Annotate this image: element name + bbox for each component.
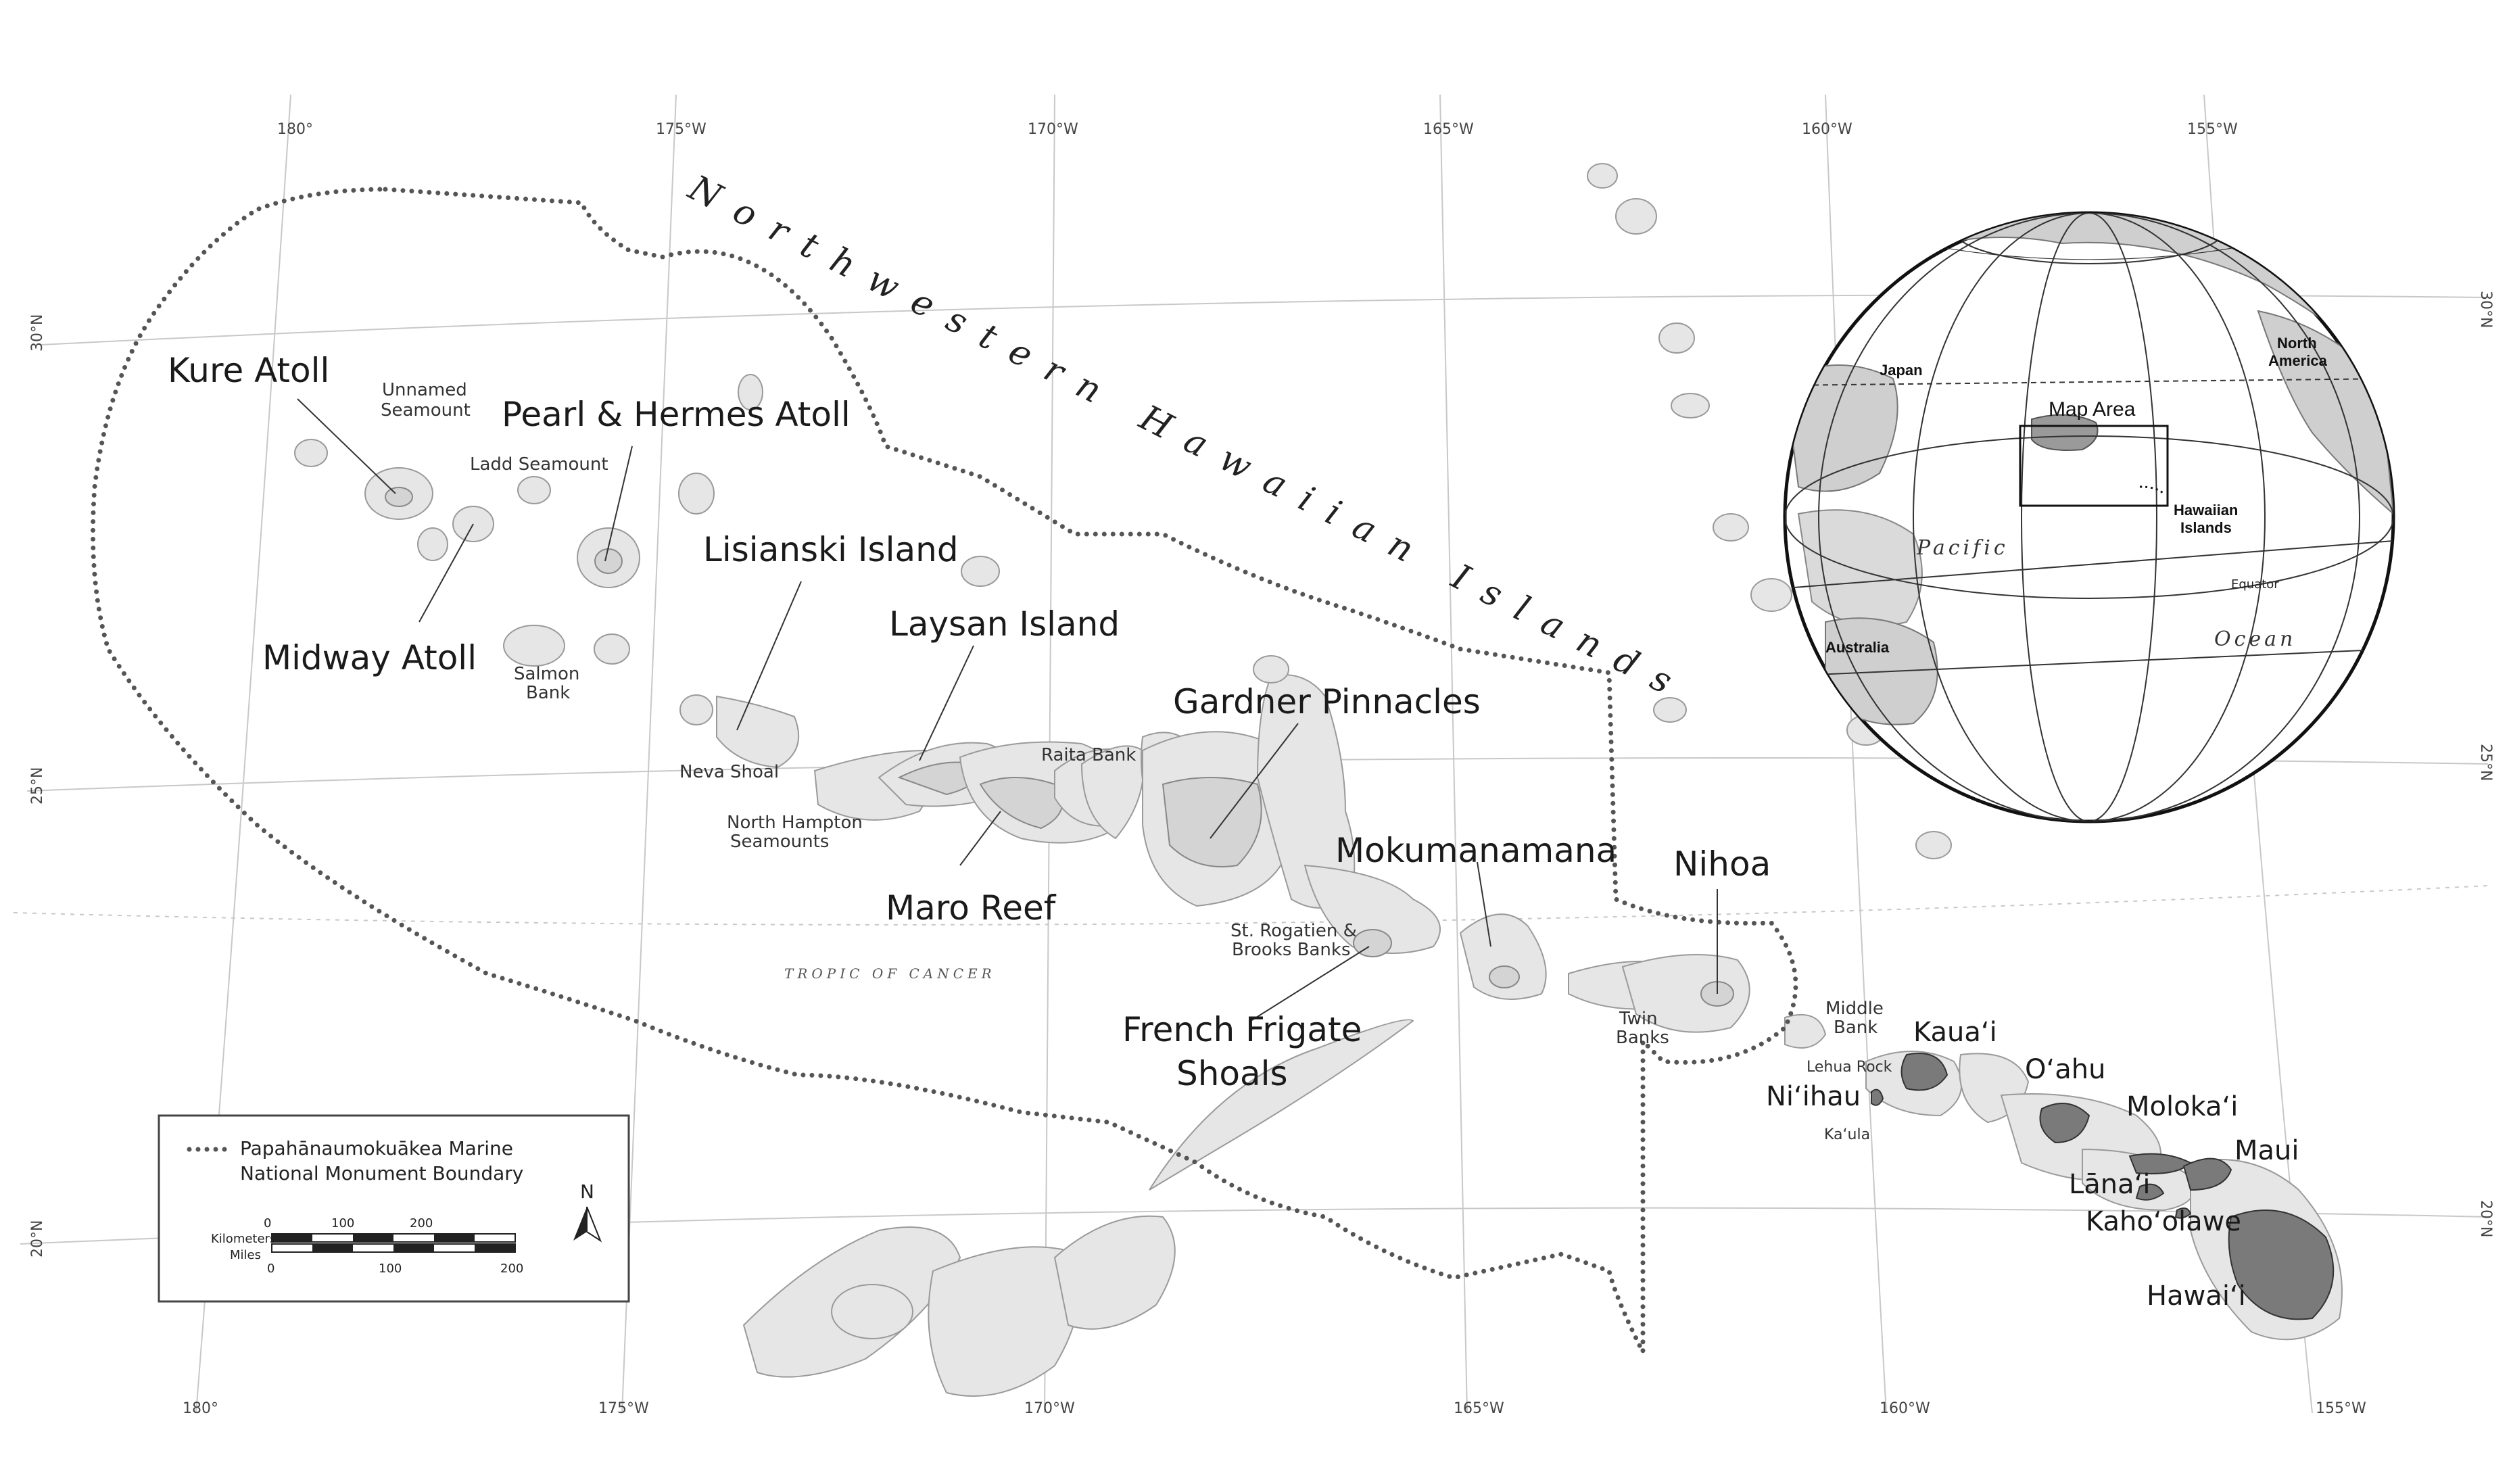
coord-right-30n: 30°N — [2477, 291, 2494, 328]
inset-australia-label: Australia — [1825, 639, 1890, 656]
inset-hawaiian-line2: Islands — [2180, 519, 2232, 536]
island-hawaii — [2228, 1210, 2335, 1320]
label-laysan-island: Laysan Island — [889, 604, 1120, 644]
label-kure-atoll: Kure Atoll — [168, 351, 329, 390]
island-kahoolawe — [2174, 1207, 2192, 1219]
coord-top-170w: 170°W — [1028, 121, 1078, 138]
north-arrow-icon — [573, 1206, 602, 1243]
legend-boundary-line1: Papahānaumokuākea Marine — [240, 1137, 513, 1159]
coord-bottom-180: 180° — [183, 1400, 218, 1417]
inset-japan-label: Japan — [1880, 362, 1923, 379]
label-st-rogatien-line2: Brooks Banks — [1232, 940, 1351, 960]
inset-hawaiian-line1: Hawaiian — [2174, 502, 2238, 519]
region-title: Northwestern Hawaiian Islands — [681, 167, 1695, 711]
scale-mi-label: Miles — [230, 1248, 261, 1262]
inset-north-america-line1: North — [2277, 335, 2317, 352]
coord-top-155w: 155°W — [2187, 121, 2238, 138]
label-twin-banks-line2: Banks — [1616, 1028, 1669, 1048]
coord-bottom-160w: 160°W — [1880, 1400, 1930, 1417]
monument-boundary-line — [91, 187, 1798, 1354]
coord-top-165w: 165°W — [1423, 121, 1474, 138]
coord-bottom-155w: 155°W — [2316, 1400, 2366, 1417]
label-hawaii: Hawai‘i — [2147, 1280, 2246, 1312]
inset-pacific-label: Pacific — [1916, 536, 2009, 560]
scale-km-label: Kilometers — [211, 1232, 276, 1246]
label-molokai: Moloka‘i — [2126, 1091, 2238, 1122]
scale-mi-tick-0: 0 — [267, 1262, 274, 1276]
scale-mi-tick-100: 100 — [379, 1262, 402, 1276]
label-lehua-rock: Lehua Rock — [1807, 1059, 1892, 1076]
inset-ocean-label: Ocean — [2214, 627, 2296, 651]
legend-boundary-line2: National Monument Boundary — [240, 1162, 523, 1184]
inset-globe: Map Area Japan North America Hawaiian Is… — [1783, 211, 2395, 823]
label-north-hampton-line1: North Hampton — [727, 813, 863, 833]
coord-bottom-165w: 165°W — [1454, 1400, 1504, 1417]
label-salmon-bank-line1: Salmon — [514, 664, 579, 684]
label-unnamed-seamount-line2: Seamount — [381, 400, 471, 421]
label-unnamed-seamount-line1: Unnamed — [382, 380, 467, 400]
inset-equator-label: Equator — [2231, 577, 2279, 592]
main-islands — [1871, 1053, 2335, 1320]
label-raita-bank: Raita Bank — [1041, 745, 1136, 765]
coord-top-180: 180° — [277, 121, 313, 138]
coord-bottom-175w: 175°W — [598, 1400, 649, 1417]
scale-km-tick-200: 200 — [410, 1216, 433, 1230]
label-neva-shoal: Neva Shoal — [679, 762, 779, 782]
label-kauai: Kaua‘i — [1913, 1017, 1997, 1048]
inset-north-america-line2: America — [2268, 352, 2328, 369]
feature-labels: Unnamed Seamount Ladd Seamount Salmon Ba… — [381, 380, 1892, 1143]
coord-left-25n: 25°N — [29, 767, 46, 805]
coord-right-20n: 20°N — [2477, 1200, 2494, 1237]
label-french-frigate-line1: French Frigate — [1122, 1010, 1362, 1049]
coord-top-175w: 175°W — [656, 121, 707, 138]
coord-left-20n: 20°N — [29, 1220, 46, 1258]
coord-left-30n: 30°N — [29, 314, 46, 352]
bathymetry — [294, 163, 2343, 1397]
label-middle-bank-line2: Bank — [1834, 1018, 1878, 1038]
label-midway-atoll: Midway Atoll — [262, 638, 477, 677]
coord-bottom-170w: 170°W — [1024, 1400, 1075, 1417]
scale-km-tick-100: 100 — [331, 1216, 354, 1230]
scale-mi-tick-200: 200 — [500, 1262, 523, 1276]
inset-map-area-label: Map Area — [2049, 398, 2136, 421]
label-north-hampton-line2: Seamounts — [730, 832, 829, 852]
island-oahu — [2039, 1103, 2090, 1144]
label-gardner-pinnacles: Gardner Pinnacles — [1173, 682, 1481, 721]
label-pearl-hermes-atoll: Pearl & Hermes Atoll — [502, 395, 851, 434]
label-french-frigate-line2: Shoals — [1176, 1054, 1288, 1093]
label-kahoolawe: Kaho‘olawe — [2086, 1206, 2241, 1237]
coord-right-25n: 25°N — [2477, 744, 2494, 781]
north-label: N — [580, 1180, 594, 1203]
coordinate-labels: 180° 175°W 170°W 165°W 160°W 155°W 180° … — [29, 121, 2494, 1417]
coord-top-160w: 160°W — [1802, 121, 1852, 138]
label-salmon-bank-line2: Bank — [526, 683, 570, 703]
label-lisianski-island: Lisianski Island — [703, 530, 959, 569]
scale-km-tick-0: 0 — [264, 1216, 271, 1230]
legend-box: Papahānaumokuākea Marine National Monume… — [158, 1114, 630, 1303]
label-ladd-seamount: Ladd Seamount — [470, 454, 608, 475]
label-oahu: O‘ahu — [2025, 1054, 2105, 1085]
inset-map-area-box — [2019, 425, 2169, 507]
label-middle-bank-line1: Middle — [1825, 999, 1884, 1019]
label-maro-reef: Maro Reef — [886, 888, 1057, 928]
label-twin-banks-line1: Twin — [1619, 1009, 1658, 1029]
label-lanai: Lāna‘i — [2069, 1169, 2151, 1200]
label-niihau: Ni‘ihau — [1766, 1081, 1861, 1112]
label-maui: Maui — [2234, 1135, 2299, 1166]
label-kaula: Ka‘ula — [1824, 1126, 1870, 1143]
label-nihoa: Nihoa — [1673, 844, 1771, 884]
island-lanai — [2135, 1183, 2165, 1201]
island-kauai — [1900, 1053, 1948, 1091]
island-labels: Kure Atoll Pearl & Hermes Atoll Midway A… — [168, 351, 2299, 1312]
label-mokumanamana: Mokumanamana — [1335, 831, 1617, 870]
tropic-of-cancer-label: TROPIC OF CANCER — [784, 965, 996, 982]
island-maui — [2182, 1157, 2232, 1191]
leader-lines — [297, 398, 1718, 1022]
island-niihau — [1871, 1088, 1884, 1106]
label-st-rogatien-line1: St. Rogatien & — [1230, 921, 1357, 941]
scale-bar: 0 100 200 Kilometers Miles 0 100 200 — [211, 1216, 523, 1276]
